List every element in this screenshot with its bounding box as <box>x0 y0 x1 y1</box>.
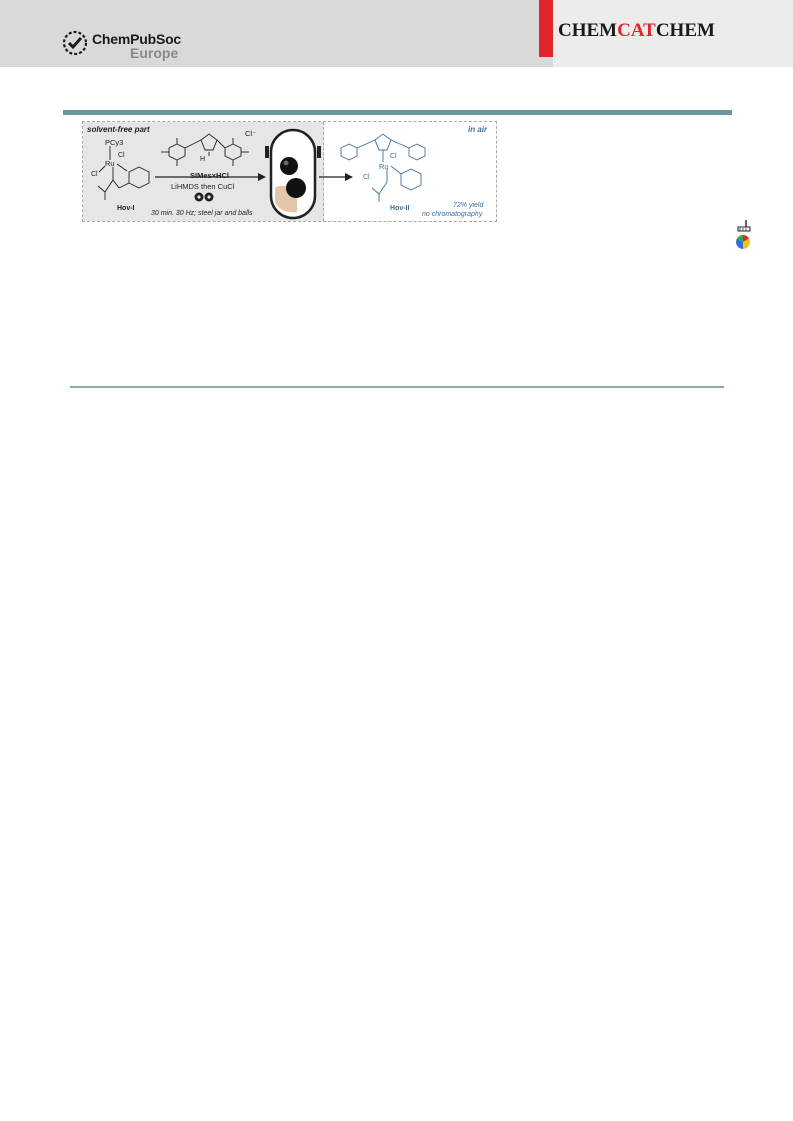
cl-label-start-a: Cl <box>118 152 125 159</box>
journal-banner <box>553 0 793 67</box>
page-header: ChemPubSoc Europe CHEMCATCHEM <box>0 0 793 67</box>
journal-title-part1: CHEM <box>558 20 618 41</box>
start-compound-label: Hov-I <box>117 205 135 212</box>
reagent-base-label: LiHMDS then CuCl <box>171 182 235 191</box>
side-icons <box>735 219 751 251</box>
reagent-label: SIMes×HCl <box>190 171 229 180</box>
broom-icon[interactable] <box>737 220 751 232</box>
milling-jar-icon <box>265 128 321 220</box>
cl-label-product-a: Cl <box>390 153 397 160</box>
hov-i-structure <box>97 146 150 200</box>
section-rule-top <box>63 110 732 115</box>
journal-title-part2: CAT <box>617 20 656 41</box>
color-wheel-icon[interactable] <box>736 235 750 249</box>
in-air-label: in air <box>468 125 488 134</box>
publisher-region: Europe <box>130 45 179 61</box>
purification-label: no chromatography <box>422 211 483 218</box>
simes-salt-structure <box>161 133 249 166</box>
cl-label-product-b: Cl <box>363 174 370 181</box>
ru-label-product: Ru <box>379 162 389 171</box>
conditions-label: 30 min. 30 Hz; steel jar and balls <box>151 210 253 217</box>
journal-title-part3: CHEM <box>655 20 715 41</box>
journal-title: CHEMCATCHEM <box>558 20 715 42</box>
counterion-label: Cl⁻ <box>245 129 257 138</box>
cl-label-start-b: Cl <box>91 171 98 178</box>
section-rule-bottom <box>70 386 724 388</box>
publisher-star-icon <box>62 30 88 56</box>
h-label: H <box>200 156 206 163</box>
reaction-scheme: solvent-free part in air PCy3 Ru Cl Cl H… <box>82 121 497 222</box>
product-compound-label: Hov-II <box>390 205 410 212</box>
hov-ii-structure <box>340 133 426 202</box>
solvent-free-label: solvent-free part <box>87 125 150 134</box>
gear-icon <box>194 192 214 202</box>
scheme-drawing <box>97 128 426 220</box>
journal-red-bar <box>539 0 553 57</box>
publisher-name: ChemPubSoc <box>92 31 182 47</box>
yield-label: 72% yield <box>453 202 484 209</box>
ru-label-start: Ru <box>105 159 115 168</box>
pcy3-label: PCy3 <box>105 138 124 147</box>
publisher-logo: ChemPubSoc Europe <box>62 26 202 66</box>
